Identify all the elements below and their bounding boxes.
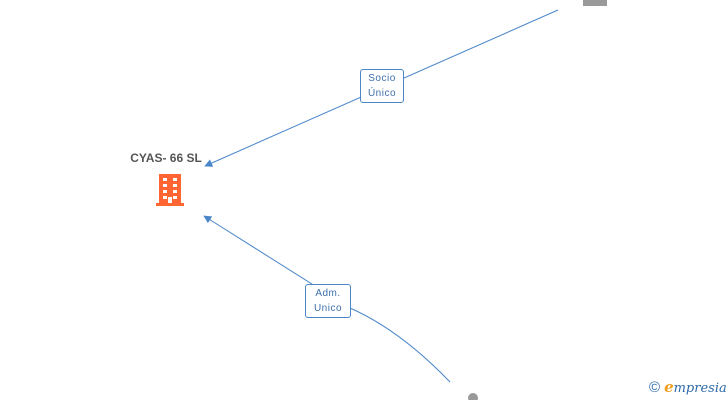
brand-initial: e [664, 378, 674, 396]
relation-label-line2: Unico [313, 303, 343, 314]
relation-label-line2: Único [367, 88, 397, 99]
relation-label-adm-unico[interactable]: Adm. Unico [305, 284, 351, 318]
empresia-watermark: ©empresia [649, 378, 727, 396]
building-icon[interactable] [154, 172, 186, 208]
relation-label-socio-unico[interactable]: Socio Único [360, 69, 404, 103]
relation-label-line1: Adm. [315, 288, 341, 299]
copyright-icon: © [649, 379, 661, 396]
person-icon[interactable] [462, 392, 484, 400]
brand-name: mpresia [673, 381, 727, 396]
person-icon[interactable] [580, 0, 610, 6]
company-name[interactable]: CYAS- 66 SL [130, 151, 202, 165]
relation-label-line1: Socio [368, 73, 396, 84]
edge-adm-unico [203, 215, 451, 383]
